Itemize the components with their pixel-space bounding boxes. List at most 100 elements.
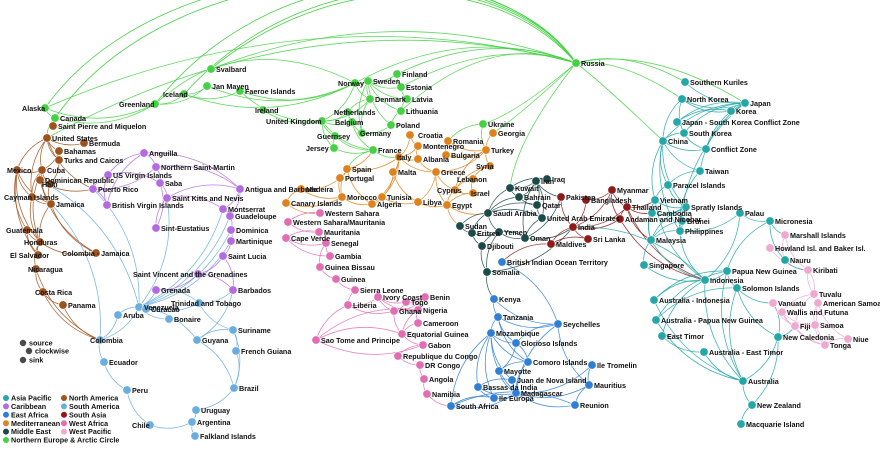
edge-tanzania-seychelles: [497, 316, 559, 328]
label-india: India: [578, 223, 596, 232]
edge-brazil-frguiana: [233, 350, 240, 389]
node-libya: [413, 197, 423, 207]
node-tanzania: [493, 312, 503, 322]
node-newcaledonia: [773, 332, 783, 342]
label-uk: United Kingdom: [266, 117, 322, 126]
label-tuvalu: Tuvalu: [819, 290, 842, 299]
edge-mexico-elsalvador: [14, 169, 39, 256]
node-usvi: [103, 170, 113, 180]
node-suriname: [228, 325, 238, 335]
label-bahrain: Bahrain: [524, 193, 551, 202]
label-reunion: Reunion: [580, 401, 609, 410]
edge-mozambique-bassas: [476, 332, 492, 388]
legend-label-wa: West Africa: [69, 419, 109, 428]
edge-us-cayman: [30, 137, 48, 198]
label-palau: Palau: [745, 209, 764, 218]
node-niue: [843, 334, 853, 344]
node-glorioso: [511, 338, 521, 348]
label-capeverde: Cape Verde: [291, 234, 330, 243]
node-guyana: [192, 335, 202, 345]
label-domrep: Dominican Republic: [45, 176, 114, 185]
edge-solomon-auspng: [655, 287, 738, 321]
node-kuwait: [505, 183, 515, 193]
legend-label-med: Mediterranean: [11, 419, 60, 428]
legend-swatch-sas: [61, 411, 67, 418]
label-faeroe: Faeroe Islands: [245, 87, 295, 96]
node-maldives: [546, 239, 556, 249]
edge-oman-pakistan: [524, 196, 562, 239]
label-ghana: Ghana: [399, 307, 422, 316]
node-mozambique: [486, 328, 496, 338]
label-gambia: Gambia: [335, 252, 362, 261]
legend-swatch-me: [3, 428, 9, 435]
label-libya: Libya: [423, 198, 443, 207]
node-oman: [520, 233, 530, 243]
label-greece: Greece: [441, 168, 465, 177]
label-spm: Saint Pierre and Miquelon: [58, 122, 146, 131]
edge-russia-ukraine: [482, 62, 577, 125]
edge-liberia-saotome: [315, 304, 349, 341]
node-ukraine: [478, 119, 488, 129]
node-uk: [317, 116, 327, 126]
label-nkorea: North Korea: [687, 95, 730, 104]
edge-mozambique-madagascar: [490, 332, 517, 394]
label-korea_dup: Korea: [736, 107, 757, 116]
edge-venezuela-dominica: [138, 229, 232, 308]
node-india: [568, 222, 578, 232]
label-barbados: Barbados: [238, 286, 271, 295]
edge-nz-newcaledonia: [751, 336, 779, 406]
label-togo: Togo: [411, 298, 429, 307]
label-niue: Niue: [853, 335, 869, 344]
node-nz: [747, 400, 757, 410]
label-cayman: Cayman Islands: [4, 193, 59, 202]
node-palau: [735, 208, 745, 218]
node-israel: [468, 188, 478, 198]
edge-lithuania-russia: [400, 53, 577, 112]
label-srilanka: Sri Lanka: [593, 235, 626, 244]
edge-costarica-colombia: [42, 291, 101, 341]
label-netherlands: Netherlands: [334, 108, 376, 117]
edge-brazil-suriname: [232, 329, 241, 389]
label-eritrea: Eritrea: [477, 229, 501, 238]
label-paracel: Paracel Islands: [673, 181, 725, 190]
label-alaska: Alaska: [22, 104, 46, 113]
label-djibouti: Djibouti: [487, 242, 514, 251]
legend-label-ea: East Africa: [11, 410, 49, 419]
label-australia: Australia: [748, 377, 780, 386]
label-steustatius: Sint-Eustatius: [161, 224, 209, 233]
label-png: Papua New Guinea: [732, 267, 798, 276]
node-fiji: [790, 321, 800, 331]
label-finland: Finland: [402, 70, 428, 79]
node-gabon: [418, 340, 428, 350]
label-portugal: Portugal: [345, 174, 374, 183]
label-bassas: Bassas da India: [483, 383, 538, 392]
label-cyprus: Cyprus: [437, 186, 462, 195]
edge-russia-china: [575, 62, 664, 142]
label-germany: Germany: [360, 129, 391, 138]
edge-wallis-tonga: [781, 311, 826, 346]
edge-venezuela-domrep: [39, 179, 140, 308]
edge-uae-saudi: [487, 208, 543, 219]
label-europa: Ile Europa: [499, 394, 535, 403]
label-skorea: South Korea: [689, 129, 733, 138]
edge-janmayen-norway: [206, 82, 356, 102]
node-costarica: [38, 287, 48, 297]
node-ireland: [258, 105, 268, 115]
edge-russia-skuriles: [575, 58, 686, 83]
node-martinique: [226, 236, 236, 246]
node-norway: [350, 78, 360, 88]
label-peru: Peru: [132, 386, 148, 395]
label-svalbard: Svalbard: [216, 65, 246, 74]
label-montserrat: Montserrat: [228, 205, 266, 214]
node-repcongo: [393, 351, 403, 361]
label-guinea: Guinea: [341, 275, 366, 284]
label-guadeloupe: Guadeloupe: [235, 212, 277, 221]
edge-colombia-venezuela: [99, 306, 140, 341]
label-stkitts: Saint Kitts and Nevis: [172, 194, 244, 203]
edge-saotome-gabon: [315, 339, 424, 355]
node-saudi: [483, 208, 493, 218]
node-srilanka: [583, 234, 593, 244]
node-nigeria: [413, 305, 423, 315]
